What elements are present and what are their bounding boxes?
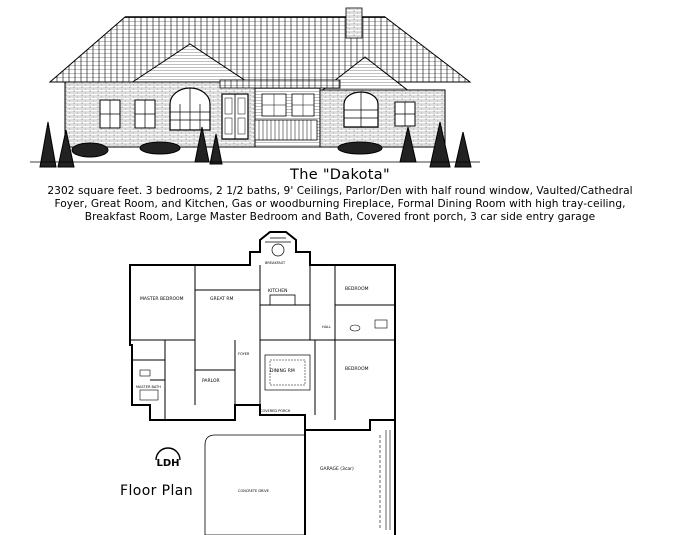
garage-walls xyxy=(304,419,396,535)
front-entry xyxy=(221,93,249,140)
house-title: The "Dakota" xyxy=(290,167,390,183)
right-windows xyxy=(343,91,416,128)
porch xyxy=(235,404,261,415)
room-kitchen: KITCHEN xyxy=(268,288,288,294)
breakfast-bay xyxy=(265,237,291,243)
description-line-2: Foyer, Great Room, and Kitchen, Gas or w… xyxy=(54,198,626,210)
left-windows xyxy=(99,87,211,131)
floor-plan-drawing: MASTER BEDROOM GREAT RM KITCHEN BREAKFAS… xyxy=(129,231,396,535)
room-master-bedroom: MASTER BEDROOM xyxy=(140,296,184,302)
room-foyer: FOYER xyxy=(238,352,250,356)
description-line-3: Breakfast Room, Large Master Bedroom and… xyxy=(84,211,596,223)
room-parlor: PARLOR xyxy=(202,378,220,384)
dining-tray xyxy=(264,354,311,391)
main-roof xyxy=(48,16,472,83)
room-garage: GARAGE (3car) xyxy=(320,466,354,472)
room-hall: HALL xyxy=(322,325,331,329)
room-bedroom-2: BEDROOM xyxy=(345,366,369,372)
chimney xyxy=(345,7,363,39)
description-line-1: 2302 square feet. 3 bedrooms, 2 1/2 bath… xyxy=(47,185,633,197)
room-master-bath: MASTER BATH xyxy=(136,385,161,389)
room-concrete-drive: CONCRETE DRIVE xyxy=(238,489,269,493)
house-elevation-drawing xyxy=(30,7,480,168)
ldh-logo: LDH xyxy=(155,447,181,469)
room-bedroom-1: BEDROOM xyxy=(345,286,369,292)
porch-roof xyxy=(219,79,341,89)
floor-plan-label: Floor Plan xyxy=(120,483,194,499)
porch-railing xyxy=(254,93,318,141)
room-covered-porch: COVERED PORCH xyxy=(260,409,291,413)
concrete-drive xyxy=(204,434,305,535)
house-description: 2302 square feet. 3 bedrooms, 2 1/2 bath… xyxy=(2,185,678,224)
room-dining-rm: DINING RM xyxy=(270,368,295,374)
room-breakfast: BREAKFAST xyxy=(265,261,286,265)
right-wall xyxy=(319,89,446,148)
logo-text: LDH xyxy=(156,458,179,469)
room-great-rm: GREAT RM xyxy=(210,296,233,302)
kitchen-island xyxy=(269,294,296,306)
